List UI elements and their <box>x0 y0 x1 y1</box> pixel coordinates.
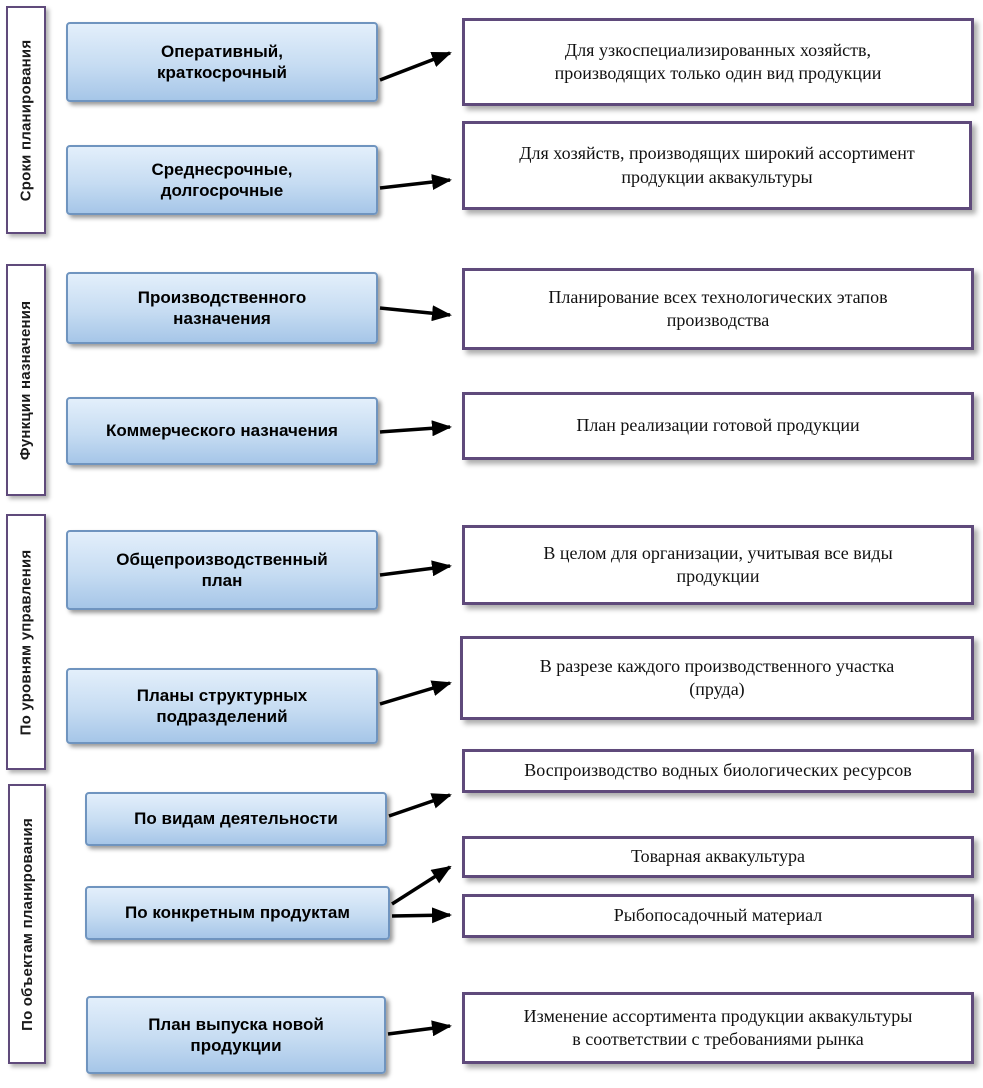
side-label-purpose-functions: Функции назначения <box>6 264 46 496</box>
category-box-medium-long-term: Среднесрочные, долгосрочные <box>66 145 378 215</box>
side-label-text: Функции назначения <box>17 300 35 460</box>
category-box-by-activity-types: По видам деятельности <box>85 792 387 846</box>
desc-box-each-production-site: В разрезе каждого производственного учас… <box>460 636 974 720</box>
desc-box-assortment-change: Изменение ассортимента продукции аквакул… <box>462 992 974 1064</box>
desc-box-sales-plan: План реализации готовой продукции <box>462 392 974 460</box>
desc-text: В целом для организации, учитывая все ви… <box>543 542 893 586</box>
desc-text: Рыбопосадочный материал <box>613 905 823 926</box>
desc-text: Товарная аквакультура <box>630 846 806 867</box>
category-label: Среднесрочные, долгосрочные <box>151 159 293 200</box>
category-box-commercial-purpose: Коммерческого назначения <box>66 397 378 465</box>
category-box-general-production-plan: Общепроизводственный план <box>66 530 378 610</box>
category-box-operational-short-term: Оперативный, краткосрочный <box>66 22 378 102</box>
side-label-text: По объектам планирования <box>18 817 36 1031</box>
desc-box-stocking-material: Рыбопосадочный материал <box>462 894 974 938</box>
desc-text: Воспроизводство водных биологических рес… <box>524 760 912 781</box>
category-label: План выпуска новой продукции <box>148 1014 324 1055</box>
desc-text: План реализации готовой продукции <box>576 415 860 436</box>
category-label: Производственного назначения <box>137 287 307 328</box>
desc-box-bioresources-reproduction: Воспроизводство водных биологических рес… <box>462 749 974 793</box>
arrow <box>379 420 452 437</box>
arrow <box>379 51 452 82</box>
desc-text: Изменение ассортимента продукции аквакул… <box>523 1005 913 1049</box>
arrow <box>391 907 452 924</box>
arrow <box>379 680 452 706</box>
category-label: Планы структурных подразделений <box>136 685 308 726</box>
category-label: Общепроизводственный план <box>116 549 328 590</box>
category-box-structural-units-plans: Планы структурных подразделений <box>66 668 378 744</box>
category-label: Коммерческого назначения <box>106 421 338 441</box>
desc-box-technological-stages: Планирование всех технологических этапов… <box>462 268 974 350</box>
side-label-text: Сроки планирования <box>17 39 35 201</box>
category-box-by-specific-products: По конкретным продуктам <box>85 886 390 940</box>
arrow <box>379 174 452 190</box>
category-box-production-purpose: Производственного назначения <box>66 272 378 344</box>
category-box-new-product-release-plan: План выпуска новой продукции <box>86 996 386 1074</box>
arrow <box>379 560 452 577</box>
category-label: По конкретным продуктам <box>125 903 350 923</box>
desc-text: Для узкоспециализированных хозяйств, про… <box>554 39 882 83</box>
side-label-planning-terms: Сроки планирования <box>6 6 46 234</box>
side-label-management-levels: По уровням управления <box>6 514 46 770</box>
desc-text: Для хозяйств, производящих широкий ассор… <box>519 143 915 187</box>
desc-box-specialized-farms: Для узкоспециализированных хозяйств, про… <box>462 18 974 106</box>
arrow <box>379 305 452 322</box>
desc-box-commodity-aquaculture: Товарная аквакультура <box>462 836 974 878</box>
arrow <box>387 1020 452 1037</box>
desc-box-whole-organization: В целом для организации, учитывая все ви… <box>462 525 974 605</box>
category-label: Оперативный, краткосрочный <box>156 41 288 82</box>
side-label-planning-objects: По объектам планирования <box>8 784 46 1064</box>
desc-text: Планирование всех технологических этапов… <box>548 286 888 330</box>
arrow <box>391 865 452 906</box>
desc-box-wide-assortment-farms: Для хозяйств, производящих широкий ассор… <box>462 121 972 210</box>
side-label-text: По уровням управления <box>17 549 35 735</box>
category-label: По видам деятельности <box>134 809 338 829</box>
desc-text: В разрезе каждого производственного учас… <box>539 655 895 699</box>
arrow <box>388 793 452 818</box>
